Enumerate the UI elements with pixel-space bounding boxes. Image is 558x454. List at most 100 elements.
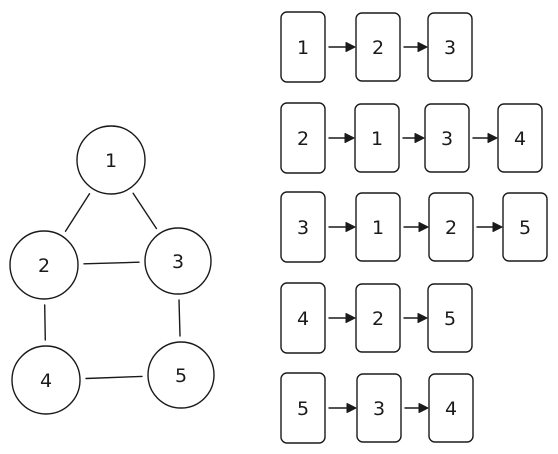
graph-node-circle [11,345,81,415]
adjacency-neighbor-4-2-box [355,283,401,353]
adjacency-arrow-3-1 [328,222,356,232]
adjacency-neighbor-2-1-label: 1 [371,128,383,150]
adjacency-neighbor-1-2-box [355,12,401,82]
graph-node-label: 5 [175,365,187,387]
adjacency-neighbor-3-5-box [502,192,548,262]
adjacency-neighbor-3-5-label: 5 [519,217,531,239]
adjacency-arrow-2-1-head [344,133,355,143]
adjacency-row-3: 3 1 2 5 [280,191,548,263]
adjacency-head-3-label: 3 [297,217,309,239]
graph-node-label: 1 [105,150,117,172]
graph-node-label: 3 [172,251,184,273]
graph-node-circle [9,230,79,300]
adjacency-arrow-1-3 [403,42,428,52]
adjacency-neighbor-3-2-label: 2 [445,217,457,239]
adjacency-neighbor-2-4-box [497,103,543,173]
graph-edge-3-5 [178,299,181,337]
adjacency-neighbor-4-5-label: 5 [444,308,456,330]
adjacency-neighbor-5-3-label: 3 [373,398,385,420]
adjacency-arrow-4-5-head [417,313,428,323]
adjacency-neighbor-3-1-box [355,192,401,262]
adjacency-neighbor-1-2-label: 2 [372,37,384,59]
adjacency-arrow-3-1-head [345,222,356,232]
graph-edge-4-5 [85,375,143,380]
adjacency-neighbor-3-1-label: 1 [372,217,384,239]
graph-node-label: 4 [40,370,52,392]
adjacency-arrow-3-5 [476,222,503,232]
adjacency-head-1-box [280,11,326,83]
adjacency-neighbor-5-3: 3 [356,373,402,443]
adjacency-arrow-1-3-head [417,42,428,52]
graph-node-2: 2 [9,230,79,300]
graph-nodes: 1 2 3 4 5 [9,125,215,415]
graph-edge-2-3 [83,261,140,265]
adjacency-head-4-box [280,282,326,354]
adjacency-neighbor-4-5-box [427,283,473,353]
graph-node-circle [144,227,212,295]
adjacency-head-5-box [280,372,326,444]
adjacency-neighbor-3-2: 2 [428,192,474,262]
adjacency-neighbor-1-2: 2 [355,12,401,82]
adjacency-neighbor-1-3: 3 [427,12,473,82]
graph-node-circle [147,341,215,409]
adjacency-row-4: 4 2 5 [280,282,473,354]
adjacency-arrow-5-3 [328,403,357,413]
adjacency-neighbor-4-2-label: 2 [372,308,384,330]
adjacency-head-5: 5 [280,372,326,444]
adjacency-arrow-3-2 [403,222,429,232]
adjacency-arrow-3-5-head [492,222,503,232]
graph-edges [44,192,181,380]
adjacency-arrow-2-4 [472,133,498,143]
adjacency-neighbor-2-3-box [424,103,470,173]
graph-node-3: 3 [144,227,212,295]
adjacency-head-4: 4 [280,282,326,354]
graph-node-5: 5 [147,341,215,409]
graph-drawing: 1 2 3 4 5 [9,125,215,415]
adjacency-arrow-1-2 [328,42,356,52]
adjacency-arrow-4-5 [403,313,428,323]
graph-node-1: 1 [76,125,146,195]
adjacency-head-1: 1 [280,11,326,83]
adjacency-neighbor-3-5: 5 [502,192,548,262]
graph-node-circle [76,125,146,195]
graph-node-4: 4 [11,345,81,415]
adjacency-arrow-5-4 [404,403,429,413]
adjacency-head-3-box [280,191,326,263]
adjacency-row-5: 5 3 4 [280,372,474,444]
adjacency-neighbor-4-2: 2 [355,283,401,353]
adjacency-head-4-label: 4 [297,308,309,330]
graph-node-label: 2 [38,255,50,277]
adjacency-neighbor-5-4: 4 [428,373,474,443]
adjacency-neighbor-2-4: 4 [497,103,543,173]
adjacency-row-1: 1 2 3 [280,11,473,83]
adjacency-arrow-4-2-head [345,313,356,323]
adjacency-head-1-label: 1 [297,37,309,59]
adjacency-neighbor-1-3-box [427,12,473,82]
adjacency-arrow-3-2-head [418,222,429,232]
adjacency-neighbor-1-3-label: 3 [444,37,456,59]
graph-edge-2-4 [44,304,46,341]
adjacency-arrow-5-3-head [346,403,357,413]
adjacency-arrow-2-4-head [487,133,498,143]
adjacency-neighbor-2-3: 3 [424,103,470,173]
adjacency-arrow-2-3-head [414,133,425,143]
adjacency-arrow-5-4-head [418,403,429,413]
graph-edge-1-2 [64,192,91,233]
adjacency-neighbor-2-1: 1 [354,103,400,173]
adjacency-neighbor-3-1: 1 [355,192,401,262]
adjacency-neighbor-4-5: 5 [427,283,473,353]
adjacency-arrow-1-2-head [345,42,356,52]
adjacency-neighbor-5-3-box [356,373,402,443]
adjacency-neighbor-5-4-box [428,373,474,443]
adjacency-arrow-4-2 [328,313,356,323]
adjacency-neighbor-2-4-label: 4 [514,128,526,150]
adjacency-neighbor-5-4-label: 4 [445,398,457,420]
graph-edge-1-3 [132,192,158,230]
adjacency-neighbor-3-2-box [428,192,474,262]
adjacency-head-2-box [280,102,326,174]
adjacency-neighbor-2-3-label: 3 [441,128,453,150]
